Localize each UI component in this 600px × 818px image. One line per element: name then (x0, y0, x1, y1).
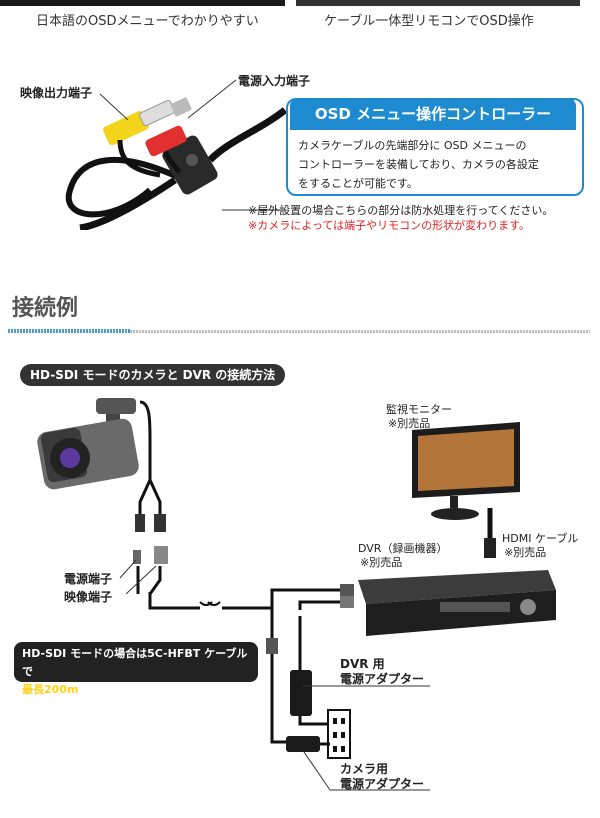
monitor-label: 監視モニター (386, 403, 452, 416)
red-connector (145, 125, 187, 157)
power-terminal-label: 電源端子 (64, 572, 113, 586)
callout-line2: 最長200m の配線設置ができます。 (22, 681, 250, 699)
connection-diagram (37, 398, 556, 791)
section-rule (130, 330, 590, 333)
note-shape-warning: ※カメラによっては端子やリモコンの形状が変わります。 (248, 219, 531, 232)
power-in-terminal-label: 電源入力端子 (238, 74, 311, 88)
camera-icon (37, 398, 139, 490)
section-title: 接続例 (12, 296, 79, 321)
caption-remote: ケーブル一体型リモコンでOSD操作 (324, 14, 534, 29)
video-terminal-label: 映像端子 (64, 590, 113, 604)
monitor-note: ※別売品 (388, 417, 431, 430)
power-outlet-icon (327, 709, 351, 759)
osd-description: カメラケーブルの先端部分に OSD メニューの コントローラーを装備しており、カ… (298, 136, 578, 193)
callout-line1: HD-SDI モードの場合は5C-HFBT ケーブルで (22, 647, 248, 678)
section-rule-accent (8, 329, 130, 333)
caption-osd-menu: 日本語のOSDメニューでわかりやすい (36, 14, 259, 29)
top-image-strip-left (0, 0, 285, 6)
monitor-icon (412, 422, 520, 520)
top-image-strip-right (296, 0, 580, 6)
osd-line: カメラケーブルの先端部分に OSD メニューの (298, 139, 527, 152)
hdmi-label: HDMI ケーブル (502, 532, 579, 545)
callout-rest: の配線設置ができます。 (78, 683, 203, 696)
cable-illustration (65, 79, 288, 230)
osd-line: をすることが可能です。 (298, 177, 418, 190)
cable-length-callout: HD-SDI モードの場合は5C-HFBT ケーブルで 最長200m の配線設置… (14, 642, 258, 696)
camera-adapter-label-line2: 電源アダプター (340, 777, 425, 791)
dvr-adapter-icon (290, 670, 312, 716)
dvr-label: DVR（録画機器） (358, 542, 448, 555)
yellow-connector (103, 110, 149, 146)
video-out-terminal-label: 映像出力端子 (20, 86, 93, 100)
dvr-adapter-label-line2: 電源アダプター (340, 672, 425, 686)
hdmi-note: ※別売品 (504, 546, 547, 559)
callout-highlight: 最長200m (22, 683, 79, 696)
dvr-adapter-label: DVR 用 電源アダプター (340, 657, 424, 687)
osd-title: OSD メニュー操作コントローラー (290, 98, 576, 130)
note-waterproof: ※屋外設置の場合こちらの部分は防水処理を行ってください。 (248, 204, 554, 217)
dvr-adapter-label-line1: DVR 用 (340, 657, 385, 671)
osd-line: コントローラーを装備しており、カメラの各設定 (298, 158, 539, 171)
camera-adapter-label-line1: カメラ用 (340, 762, 389, 776)
camera-adapter-label: カメラ用 電源アダプター (340, 762, 424, 792)
dvr-device-icon (358, 570, 556, 636)
camera-adapter-icon (286, 736, 320, 752)
connection-method-pill: HD-SDI モードのカメラと DVR の接続方法 (20, 364, 286, 386)
dvr-note: ※別売品 (360, 556, 403, 569)
